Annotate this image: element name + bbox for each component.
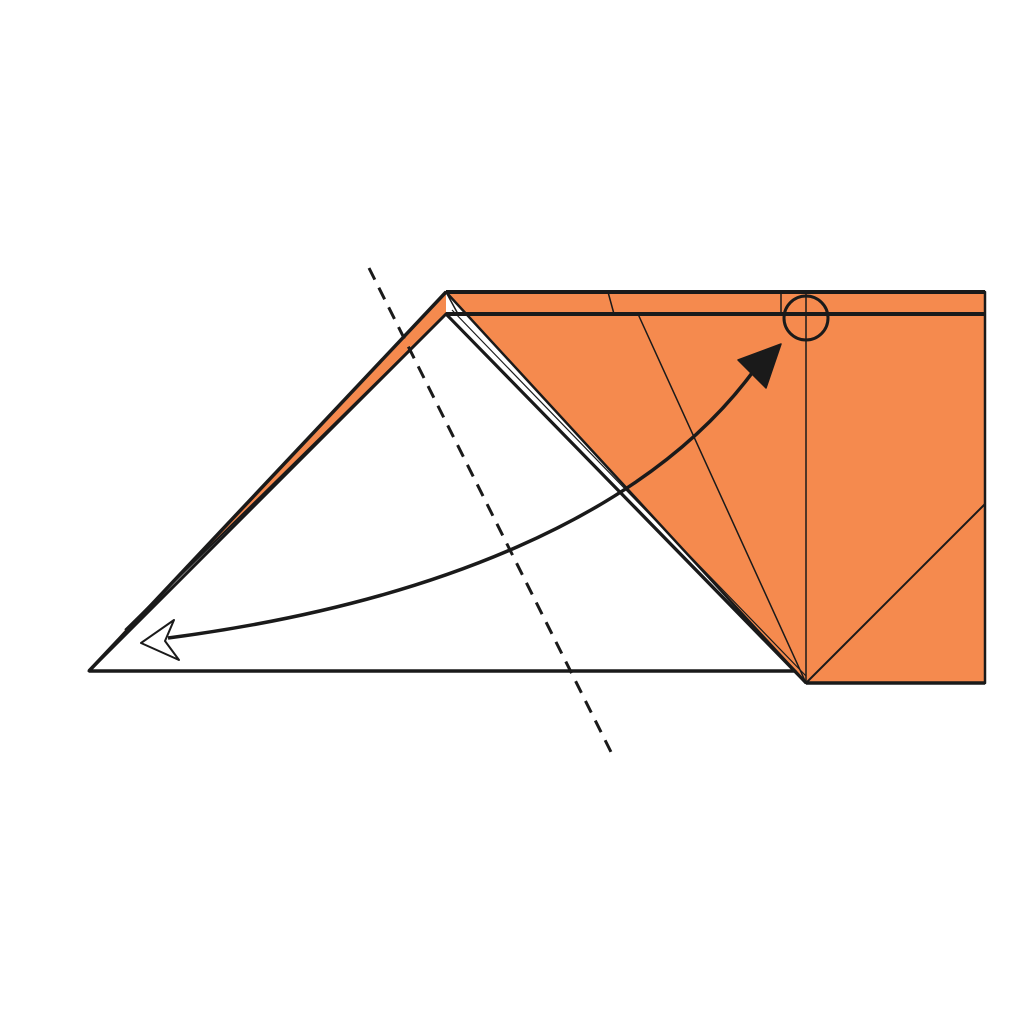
lower-right-crease (805, 503, 986, 684)
curved-fold-arrow (167, 360, 762, 640)
left-inner-edge (124, 313, 447, 631)
crease-line-2 (637, 313, 807, 684)
reference-point-circle (782, 294, 830, 342)
crease-line-1 (607, 291, 615, 315)
valley-fold-dashed-line (367, 267, 616, 759)
bottom-step (793, 669, 808, 685)
solid-arrowhead (737, 343, 782, 389)
corner-tick (445, 291, 459, 315)
right-slope-edge (444, 312, 808, 685)
right-slope-edge-inner (451, 309, 807, 677)
hollow-arrowhead (140, 619, 180, 661)
